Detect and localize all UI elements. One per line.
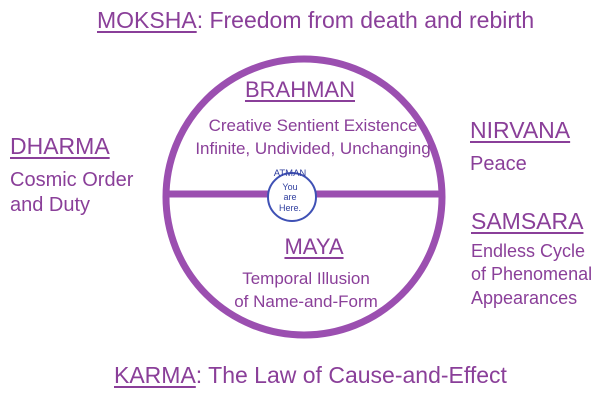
maya-term: MAYA	[0, 236, 600, 258]
nirvana-description: Peace	[470, 153, 527, 175]
dharma-description-line: and Duty	[10, 194, 91, 216]
nirvana-term: NIRVANA	[470, 117, 571, 143]
atman-circle	[267, 172, 317, 222]
samsara-term: SAMSARA	[471, 208, 584, 234]
brahman-description-line: Infinite, Undivided, Unchanging	[195, 138, 431, 158]
karma-heading: KARMA: The Law of Cause-and-Effect	[114, 364, 507, 387]
outer-circle	[162, 55, 446, 339]
atman-line: are	[283, 192, 297, 203]
samsara-description-line: of Phenomenal	[471, 264, 593, 285]
samsara-description-line: Appearances	[471, 287, 578, 308]
karma-description: : The Law of Cause-and-Effect	[195, 362, 507, 388]
atman-line: Here.	[278, 202, 301, 213]
brahman-term: BRAHMAN	[0, 79, 600, 101]
atman-label: ATMAN You are Here.	[271, 168, 309, 225]
atman-line: You	[282, 181, 298, 192]
maya-description-line: Temporal Illusion	[242, 269, 370, 288]
brahman-term-text: BRAHMAN	[244, 77, 355, 102]
samsara-description: Endless Cycle of Phenomenal Appearances	[471, 240, 592, 310]
moksha-term: MOKSHA	[97, 7, 197, 33]
moksha-description: : Freedom from death and rebirth	[196, 7, 535, 33]
dharma-description: Cosmic Order and Duty	[10, 168, 133, 218]
dharma-description-line: Cosmic Order	[10, 169, 134, 191]
moksha-heading: MOKSHA: Freedom from death and rebirth	[97, 9, 534, 32]
maya-description: Temporal Illusion of Name-and-Form	[0, 268, 600, 314]
karma-term: KARMA	[114, 362, 196, 388]
brahman-description-line: Creative Sentient Existence	[208, 116, 418, 135]
samsara-description-line: Endless Cycle	[471, 241, 586, 261]
maya-term-text: MAYA	[284, 234, 344, 259]
maya-description-line: of Name-and-Form	[234, 291, 378, 311]
dharma-term: DHARMA	[10, 133, 110, 159]
brahman-description: Creative Sentient Existence Infinite, Un…	[0, 115, 600, 161]
atman-term: ATMAN	[273, 168, 307, 179]
